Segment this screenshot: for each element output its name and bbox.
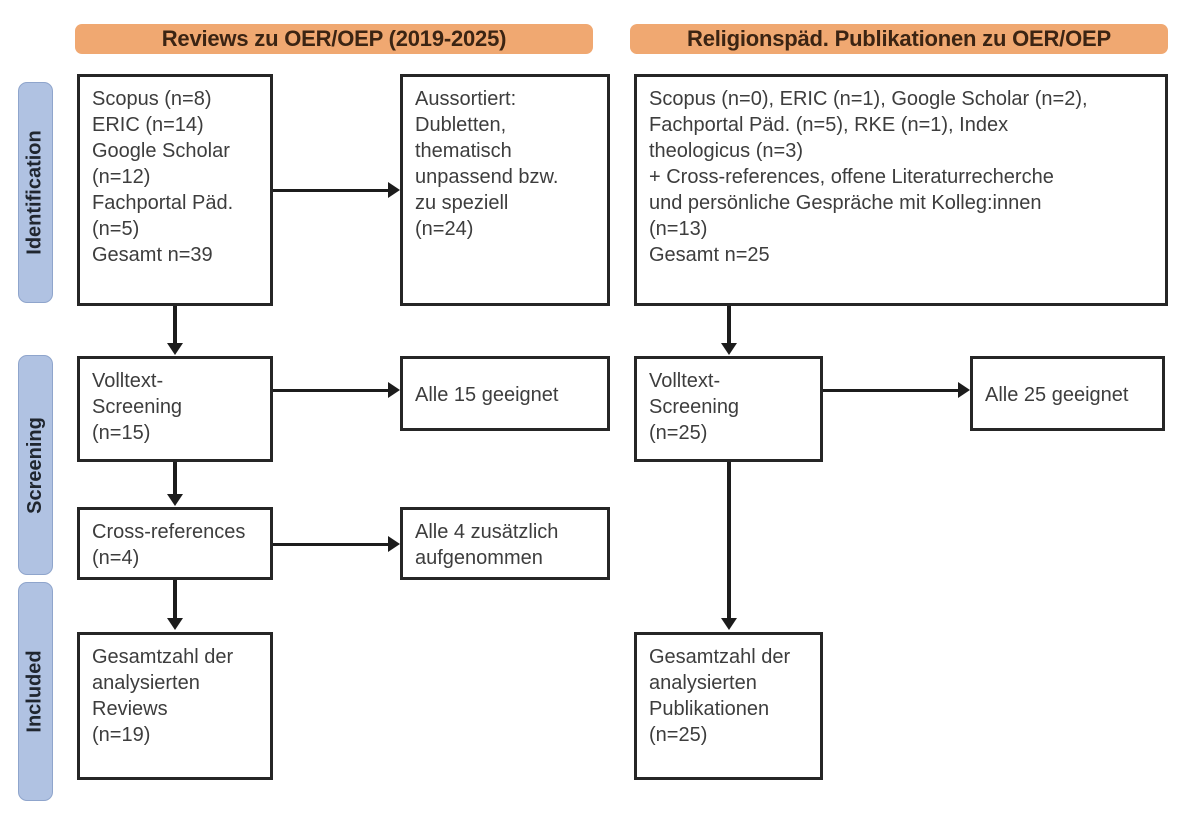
box-line: (n=15)	[92, 422, 151, 444]
box-left-included-total: Gesamtzahl der analysierten Reviews (n=1…	[77, 632, 273, 780]
box-line: Scopus (n=8)	[92, 88, 212, 110]
box-line: unpassend bzw.	[415, 166, 559, 188]
box-line: Scopus (n=0), ERIC (n=1), Google Scholar…	[649, 88, 1088, 110]
connector-left-screening-to-result	[273, 389, 388, 392]
box-line: Volltext-	[649, 370, 721, 392]
connector-right-screening-to-included	[727, 462, 731, 620]
connector-right-screening-to-result	[823, 389, 958, 392]
arrowhead-left-crossref-to-result	[388, 536, 400, 552]
box-line: (n=4)	[92, 547, 140, 569]
stage-bar-identification: Identification	[18, 82, 53, 303]
box-line: Screening	[92, 396, 183, 418]
connector-left-crossref-to-included	[173, 580, 177, 620]
arrowhead-right-screening-to-included	[721, 618, 737, 630]
box-line: Cross-references	[92, 521, 246, 543]
box-line: Gesamtzahl der	[649, 646, 791, 668]
arrowhead-left-screening-to-crossref	[167, 494, 183, 506]
arrowhead-left-crossref-to-included	[167, 618, 183, 630]
box-line: Gesamt n=25	[649, 244, 770, 266]
connector-left-crossref-to-result	[273, 543, 388, 546]
box-right-screening-result: Alle 25 geeignet	[970, 356, 1165, 431]
box-left-crossref-result: Alle 4 zusätzlich aufgenommen	[400, 507, 610, 580]
box-line: Google Scholar	[92, 140, 230, 162]
box-line: analysierten	[92, 672, 200, 694]
box-left-fulltext-screening: Volltext- Screening (n=15)	[77, 356, 273, 462]
box-line: (n=19)	[92, 724, 151, 746]
box-left-identification-sources: Scopus (n=8) ERIC (n=14) Google Scholar …	[77, 74, 273, 306]
box-right-included-total: Gesamtzahl der analysierten Publikatione…	[634, 632, 823, 780]
box-line: ERIC (n=14)	[92, 114, 204, 136]
box-line: Screening	[649, 396, 740, 418]
box-left-screening-result: Alle 15 geeignet	[400, 356, 610, 431]
arrowhead-right-identification-to-screening	[721, 343, 737, 355]
column-header-left: Reviews zu OER/OEP (2019-2025)	[75, 24, 593, 54]
stage-label-identification: Identification	[24, 130, 47, 255]
box-line: (n=5)	[92, 218, 140, 240]
stage-bar-included: Included	[18, 582, 53, 801]
box-line: theologicus (n=3)	[649, 140, 803, 162]
stage-bar-screening: Screening	[18, 355, 53, 575]
box-line: Volltext-	[92, 370, 164, 392]
connector-left-identification-to-screening	[173, 306, 177, 345]
connector-left-identification-to-excluded	[273, 189, 388, 192]
connector-right-identification-to-screening	[727, 306, 731, 345]
stage-label-included: Included	[24, 650, 47, 733]
box-line: (n=25)	[649, 422, 708, 444]
box-line: (n=13)	[649, 218, 708, 240]
box-line: Gesamtzahl der	[92, 646, 234, 668]
box-line: (n=24)	[415, 218, 474, 240]
box-line: thematisch	[415, 140, 512, 162]
box-line: aufgenommen	[415, 547, 543, 569]
arrowhead-right-screening-to-result	[958, 382, 970, 398]
box-line: (n=12)	[92, 166, 151, 188]
arrowhead-left-identification-to-excluded	[388, 182, 400, 198]
arrowhead-left-identification-to-screening	[167, 343, 183, 355]
column-header-right: Religionspäd. Publikationen zu OER/OEP	[630, 24, 1168, 54]
box-line: Gesamt n=39	[92, 244, 213, 266]
box-line: Dubletten,	[415, 114, 507, 136]
box-line: Reviews	[92, 698, 168, 720]
box-line: Alle 25 geeignet	[985, 384, 1129, 406]
box-line: zu speziell	[415, 192, 509, 214]
box-right-identification-sources: Scopus (n=0), ERIC (n=1), Google Scholar…	[634, 74, 1168, 306]
box-line: Fachportal Päd.	[92, 192, 234, 214]
box-line: (n=25)	[649, 724, 708, 746]
box-line: und persönliche Gespräche mit Kolleg:inn…	[649, 192, 1042, 214]
box-line: Aussortiert:	[415, 88, 517, 110]
stage-label-screening: Screening	[24, 416, 47, 514]
box-line: + Cross-references, offene Literaturrech…	[649, 166, 1054, 188]
connector-left-screening-to-crossref	[173, 462, 177, 496]
box-line: Alle 15 geeignet	[415, 384, 559, 406]
box-line: Publikationen	[649, 698, 770, 720]
arrowhead-left-screening-to-result	[388, 382, 400, 398]
box-line: Alle 4 zusätzlich	[415, 521, 559, 543]
box-right-fulltext-screening: Volltext- Screening (n=25)	[634, 356, 823, 462]
box-left-excluded: Aussortiert: Dubletten, thematisch unpas…	[400, 74, 610, 306]
box-line: Fachportal Päd. (n=5), RKE (n=1), Index	[649, 114, 1009, 136]
box-line: analysierten	[649, 672, 757, 694]
box-left-cross-references: Cross-references (n=4)	[77, 507, 273, 580]
